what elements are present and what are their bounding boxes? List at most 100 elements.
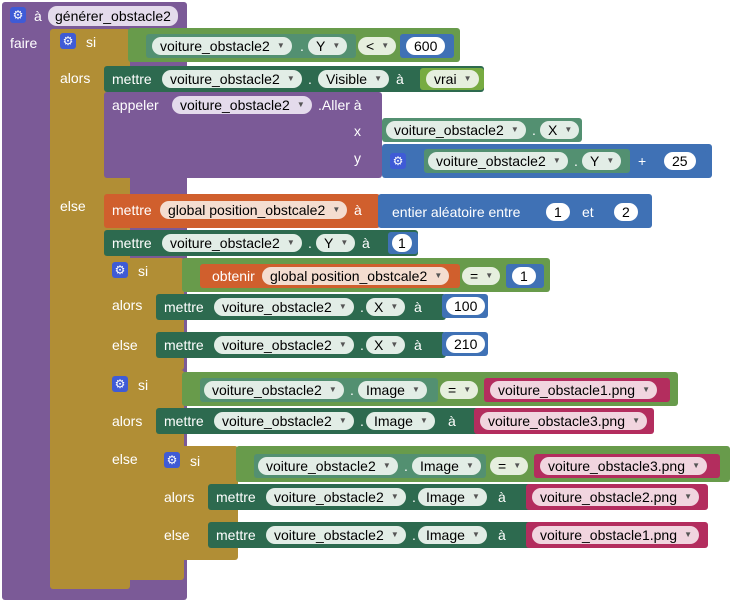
getter-block[interactable]: voiture_obstacle2▼ . Y▼	[146, 34, 356, 58]
component-dropdown[interactable]: voiture_obstacle2▼	[204, 381, 344, 399]
property-dropdown[interactable]: X▼	[540, 121, 580, 139]
text-dropdown[interactable]: voiture_obstacle1.png▼	[490, 381, 657, 399]
property-dropdown[interactable]: Image▼	[366, 412, 435, 430]
component-dropdown[interactable]: voiture_obstacle2▼	[266, 488, 406, 506]
set-label: mettre	[164, 337, 204, 353]
dot-label: .	[308, 71, 312, 87]
text-dropdown[interactable]: voiture_obstacle1.png▼	[532, 526, 699, 544]
component-dropdown[interactable]: voiture_obstacle2▼	[162, 234, 302, 252]
number-field[interactable]: 1	[512, 267, 536, 285]
number-block[interactable]: 100	[442, 294, 488, 318]
operator-dropdown[interactable]: <▼	[358, 37, 397, 55]
set-x-block[interactable]: mettre voiture_obstacle2▼ . X▼ à	[156, 294, 446, 320]
chevron-down-icon: ▼	[642, 385, 650, 394]
get-label: obtenir	[212, 268, 255, 284]
property-dropdown[interactable]: Visible▼	[318, 70, 389, 88]
number-field[interactable]: 1	[392, 234, 412, 252]
number-block[interactable]: 1	[388, 232, 418, 254]
property-dropdown[interactable]: Image▼	[358, 381, 427, 399]
set-image-block[interactable]: mettre voiture_obstacle2▼ . Image▼ à	[208, 484, 534, 510]
property-dropdown[interactable]: Image▼	[418, 488, 487, 506]
component-dropdown[interactable]: voiture_obstacle2▼	[258, 457, 398, 475]
to-label: à	[498, 527, 506, 543]
text-block[interactable]: voiture_obstacle1.png▼	[484, 378, 670, 402]
property-dropdown[interactable]: X▼	[366, 298, 406, 316]
if-label: si	[138, 263, 149, 279]
set-image-block[interactable]: mettre voiture_obstacle2▼ . Image▼ à	[156, 408, 482, 434]
component-dropdown[interactable]: voiture_obstacle2▼	[214, 298, 354, 316]
component-dropdown[interactable]: voiture_obstacle2▼	[172, 96, 312, 114]
text-block[interactable]: voiture_obstacle1.png▼	[526, 522, 708, 548]
chevron-down-icon: ▼	[390, 492, 399, 501]
component-dropdown[interactable]: voiture_obstacle2▼	[266, 526, 406, 544]
chevron-down-icon: ▼	[332, 41, 341, 50]
set-label: mettre	[112, 235, 152, 251]
variable-dropdown[interactable]: global position_obstcale2▼	[160, 201, 348, 219]
to-label: à	[362, 235, 370, 251]
chevron-down-icon: ▼	[434, 271, 443, 280]
component-dropdown[interactable]: voiture_obstacle2▼	[214, 336, 354, 354]
property-dropdown[interactable]: Y▼	[308, 37, 348, 55]
text-dropdown[interactable]: voiture_obstacle3.png▼	[480, 412, 647, 430]
component-dropdown[interactable]: voiture_obstacle2▼	[162, 70, 302, 88]
operator-dropdown[interactable]: =▼	[440, 381, 479, 399]
procedure-keyword: à	[34, 8, 42, 24]
getter-block[interactable]: voiture_obstacle2▼ . X▼	[382, 118, 582, 142]
component-dropdown[interactable]: voiture_obstacle2▼	[428, 152, 568, 170]
component-dropdown[interactable]: voiture_obstacle2▼	[152, 37, 292, 55]
chevron-down-icon: ▼	[390, 340, 399, 349]
getter-block[interactable]: voiture_obstacle2▼ . Image▼	[254, 454, 486, 478]
variable-dropdown[interactable]: global position_obstcale2▼	[262, 267, 450, 285]
property-dropdown[interactable]: Y▼	[582, 152, 622, 170]
set-y-block[interactable]: mettre voiture_obstacle2▼ . Y▼ à	[104, 230, 418, 256]
component-dropdown[interactable]: voiture_obstacle2▼	[214, 412, 354, 430]
text-block[interactable]: voiture_obstacle2.png▼	[526, 484, 708, 510]
operator-dropdown[interactable]: =▼	[462, 267, 501, 285]
number-field[interactable]: 2	[614, 203, 638, 221]
property-dropdown[interactable]: Image▼	[412, 457, 481, 475]
number-field[interactable]: 210	[446, 335, 486, 353]
gear-icon[interactable]: ⚙	[112, 262, 128, 278]
text-dropdown[interactable]: voiture_obstacle2.png▼	[532, 488, 699, 506]
dot-label: .	[360, 299, 364, 315]
dot-label: .	[360, 413, 364, 429]
text-block[interactable]: voiture_obstacle3.png▼	[534, 454, 720, 478]
getter-block[interactable]: voiture_obstacle2▼ . Image▼	[200, 378, 438, 402]
number-field[interactable]: 1	[546, 203, 570, 221]
set-label: mettre	[164, 299, 204, 315]
gear-icon[interactable]: ⚙	[10, 7, 26, 23]
component-dropdown[interactable]: voiture_obstacle2▼	[386, 121, 526, 139]
operator-dropdown[interactable]: =▼	[490, 457, 529, 475]
number-block[interactable]: 210	[442, 332, 488, 356]
dot-label: .	[300, 38, 304, 54]
random-label: entier aléatoire entre	[392, 204, 521, 220]
gear-icon[interactable]: ⚙	[390, 153, 406, 169]
property-dropdown[interactable]: X▼	[366, 336, 406, 354]
text-dropdown[interactable]: voiture_obstacle3.png▼	[540, 457, 707, 475]
random-integer-block[interactable]: entier aléatoire entre 1 et 2	[378, 194, 652, 228]
gear-icon[interactable]: ⚙	[60, 33, 76, 49]
gear-icon[interactable]: ⚙	[112, 376, 128, 392]
number-block[interactable]: 600	[400, 34, 454, 58]
number-block[interactable]: 1	[506, 264, 544, 288]
number-block[interactable]: 25	[660, 149, 706, 173]
set-x-block[interactable]: mettre voiture_obstacle2▼ . X▼ à	[156, 332, 446, 358]
get-global-block[interactable]: obtenir global position_obstcale2▼	[200, 264, 460, 288]
getter-block[interactable]: voiture_obstacle2▼ . Y▼	[424, 149, 630, 173]
dot-label: .	[308, 235, 312, 251]
number-field[interactable]: 600	[406, 37, 446, 55]
property-dropdown[interactable]: Image▼	[418, 526, 487, 544]
text-block[interactable]: voiture_obstacle3.png▼	[474, 408, 654, 434]
chevron-down-icon: ▼	[381, 41, 390, 50]
property-dropdown[interactable]: Y▼	[316, 234, 356, 252]
set-image-block[interactable]: mettre voiture_obstacle2▼ . Image▼ à	[208, 522, 534, 548]
dot-label: .	[404, 458, 408, 474]
call-moveto-block[interactable]: appeler voiture_obstacle2▼ .Aller à x y	[104, 92, 382, 178]
number-field[interactable]: 100	[446, 297, 486, 315]
set-global-block[interactable]: mettre global position_obstcale2▼ à	[104, 194, 380, 228]
gear-icon[interactable]: ⚙	[164, 452, 180, 468]
boolean-block[interactable]: vrai▼	[420, 68, 484, 90]
procedure-name-field[interactable]: générer_obstacle2	[48, 6, 178, 26]
number-field[interactable]: 25	[664, 152, 696, 170]
boolean-dropdown[interactable]: vrai▼	[426, 70, 479, 88]
